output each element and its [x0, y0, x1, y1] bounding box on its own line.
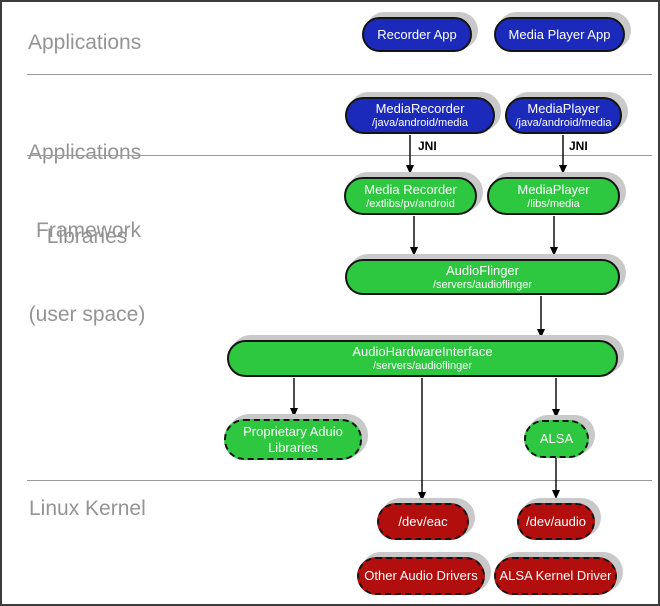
- node-title: Libraries: [268, 439, 318, 455]
- node-title: /dev/eac: [398, 513, 448, 529]
- section-label-applications-framework: Applications Framework: [28, 88, 141, 296]
- arrow-ahi-to-dev-eac: [418, 378, 426, 501]
- node-dev-audio: /dev/audio: [517, 503, 595, 540]
- node-path: /java/android/media: [371, 117, 468, 129]
- node-title: Media Player App: [508, 26, 611, 42]
- node-audiohardwareinterface: AudioHardwareInterface /servers/audiofli…: [227, 340, 618, 377]
- node-title: Other Audio Drivers: [364, 568, 478, 583]
- section-label-line: Framework: [36, 219, 142, 242]
- node-media-recorder-lib: Media Recorder /extlibs/pv/android: [344, 177, 477, 215]
- node-path: /libs/media: [527, 197, 580, 210]
- node-dev-eac: /dev/eac: [377, 503, 469, 540]
- node-title: /dev/audio: [526, 513, 586, 529]
- arrow-ahi-to-alsa: [552, 378, 560, 418]
- section-divider-framework: [27, 155, 652, 156]
- node-title: AudioFlinger: [446, 262, 519, 278]
- jni-label-left: JNI: [418, 139, 437, 153]
- arrow-ahi-to-proprietary-libraries: [290, 378, 298, 417]
- node-path: /java/android/media: [515, 117, 612, 129]
- arrow-mediarecorder-to-audioflinger: [410, 216, 418, 256]
- node-title: Media Recorder: [364, 181, 457, 197]
- node-mediaplayer-framework: MediaPlayer /java/android/media: [505, 97, 622, 134]
- section-label-line: Applications: [28, 141, 142, 164]
- node-mediaplayer-lib: MediaPlayer /libs/media: [487, 177, 620, 215]
- arrow-mediaplayer-to-audioflinger: [550, 216, 558, 256]
- node-title: MediaPlayer: [527, 101, 600, 116]
- node-title: ALSA Kernel Driver: [499, 568, 612, 583]
- node-alsa-kernel-driver: ALSA Kernel Driver: [494, 557, 617, 595]
- section-label-line: Libraries: [46, 225, 128, 248]
- node-recorder-app: Recorder App: [362, 17, 472, 52]
- node-title: MediaRecorder: [375, 101, 465, 116]
- node-title: Recorder App: [377, 26, 457, 42]
- section-divider-kernel: [27, 480, 652, 481]
- node-path: /servers/audioflinger: [372, 360, 473, 372]
- node-path: /servers/audioflinger: [432, 278, 533, 291]
- node-path: /extlibs/pv/android: [366, 197, 455, 210]
- jni-label-right: JNI: [569, 139, 588, 153]
- node-other-audio-drivers: Other Audio Drivers: [357, 557, 485, 595]
- arrow-audioflinger-to-audiohardwareinterface: [537, 296, 545, 338]
- node-title: ALSA: [539, 431, 574, 446]
- section-label-linux-kernel: Linux Kernel: [29, 497, 146, 520]
- node-audioflinger: AudioFlinger /servers/audioflinger: [345, 259, 620, 295]
- arrow-alsa-to-dev-audio: [552, 458, 560, 499]
- section-divider-applications: [27, 74, 652, 75]
- section-label-line: (user space): [28, 303, 146, 326]
- node-media-player-app: Media Player App: [494, 17, 625, 52]
- node-title: MediaPlayer: [517, 181, 590, 197]
- section-label-libraries: Libraries (user space): [27, 172, 147, 380]
- node-mediarecorder-framework: MediaRecorder /java/android/media: [345, 97, 495, 134]
- node-proprietary-audio-libraries: Proprietary Aduio Libraries: [224, 419, 362, 460]
- section-label-applications: Applications: [28, 31, 142, 54]
- node-title: Proprietary Aduio: [243, 423, 343, 439]
- node-alsa: ALSA: [524, 420, 589, 458]
- node-title: AudioHardwareInterface: [352, 344, 493, 359]
